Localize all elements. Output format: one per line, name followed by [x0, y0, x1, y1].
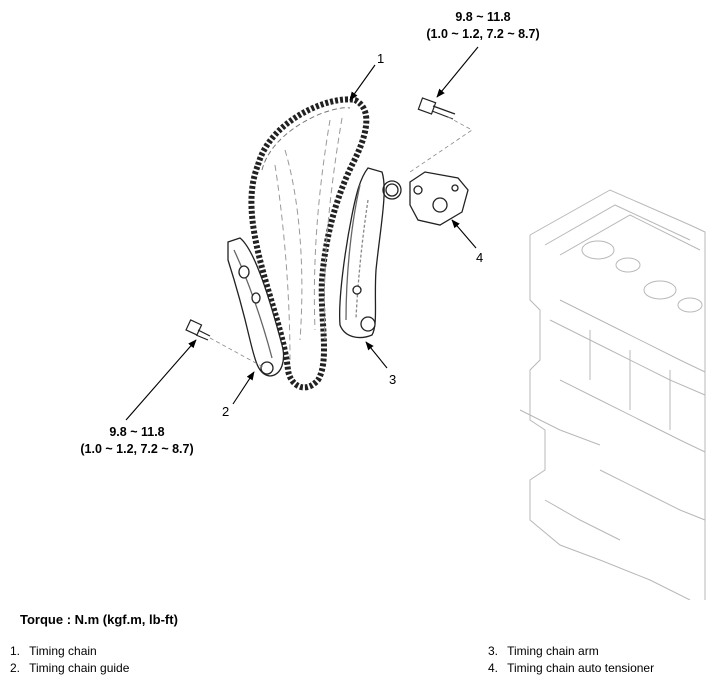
legend-label: Timing chain auto tensioner	[507, 661, 655, 675]
legend-item: 3. Timing chain arm	[488, 644, 599, 658]
legend-item: 4. Timing chain auto tensioner	[488, 661, 654, 675]
timing-chain-guide	[227, 237, 285, 377]
callout-2: 2	[222, 404, 230, 419]
legend-label: Timing chain arm	[507, 644, 599, 658]
torque-alt-units: (1.0 ~ 1.2, 7.2 ~ 8.7)	[426, 27, 540, 41]
torque-spec-top: 9.8 ~ 11.8 (1.0 ~ 1.2, 7.2 ~ 8.7)	[408, 9, 558, 43]
legend-label: Timing chain	[29, 644, 97, 658]
legend-number: 1.	[10, 644, 21, 658]
torque-unit-label: Torque : N.m (kgf.m, lb-ft)	[20, 612, 178, 627]
legend-number: 2.	[10, 661, 21, 675]
callout-3: 3	[389, 372, 397, 387]
legend-label: Timing chain guide	[29, 661, 130, 675]
torque-value: 9.8 ~ 11.8	[455, 10, 511, 24]
torque-alt-units: (1.0 ~ 1.2, 7.2 ~ 8.7)	[80, 442, 194, 456]
legend-item: 1. Timing chain	[10, 644, 97, 658]
torque-spec-left: 9.8 ~ 11.8 (1.0 ~ 1.2, 7.2 ~ 8.7)	[62, 424, 212, 458]
callout-1: 1	[377, 51, 385, 66]
tensioner-bolt	[417, 97, 456, 120]
legend-number: 4.	[488, 661, 499, 675]
timing-chain-arm	[339, 167, 385, 339]
leader-arrows	[125, 46, 479, 421]
legend-number: 3.	[488, 644, 499, 658]
engine-block-illustration	[519, 189, 706, 600]
guide-bolt	[185, 319, 211, 341]
callout-4: 4	[476, 250, 484, 265]
torque-value: 9.8 ~ 11.8	[109, 425, 165, 439]
legend-item: 2. Timing chain guide	[10, 661, 129, 675]
timing-chain-diagram	[125, 46, 706, 600]
timing-chain-auto-tensioner	[382, 171, 469, 226]
